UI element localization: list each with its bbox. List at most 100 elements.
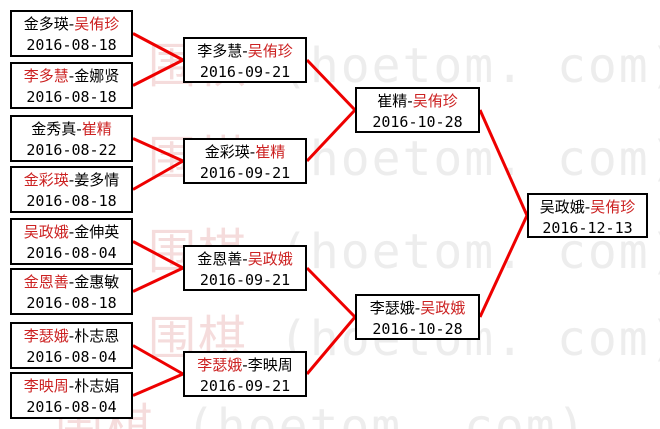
player1-name: 金多瑛 — [23, 15, 69, 33]
player2-name: 金惠敏 — [74, 273, 120, 291]
player1-name: 金彩瑛 — [23, 171, 69, 189]
player2-name: 金伸英 — [74, 223, 120, 241]
players-separator: - — [407, 92, 413, 110]
player1-name: 金恩善 — [23, 273, 69, 291]
connector-line — [132, 240, 184, 270]
player2-name: 李映周 — [247, 356, 293, 374]
connector-line — [132, 344, 184, 376]
match-players: 金彩瑛-崔精 — [185, 142, 305, 163]
match-players: 李瑟娥-朴志恩 — [12, 326, 131, 347]
players-separator: - — [68, 273, 75, 291]
player2-name: 吴政娥 — [420, 299, 466, 317]
player2-name: 金娜贤 — [74, 67, 120, 85]
connector-line — [132, 159, 184, 191]
player2-name: 姜多情 — [74, 171, 120, 189]
player1-name: 李瑟娥 — [197, 356, 243, 374]
match-players: 金恩善-吴政娥 — [185, 249, 305, 270]
connector-line — [132, 58, 184, 87]
match-date: 2016-09-21 — [199, 164, 291, 182]
connector-line — [305, 108, 357, 163]
match-date: 2016-08-04 — [26, 398, 117, 416]
connector-line — [132, 266, 184, 293]
players-separator: - — [68, 377, 75, 395]
players-separator: - — [68, 15, 75, 33]
players-separator: - — [249, 143, 256, 161]
player1-name: 吴政娥 — [539, 198, 585, 216]
player1-name: 李映周 — [23, 377, 69, 395]
player1-name: 崔精 — [377, 92, 408, 110]
match-date: 2016-08-04 — [26, 348, 117, 366]
match-players: 吴政娥-金伸英 — [12, 222, 131, 243]
player2-name: 吴侑珍 — [74, 15, 120, 33]
player1-name: 金秀真 — [31, 120, 77, 138]
match-players: 李瑟娥-吴政娥 — [357, 298, 478, 319]
player1-name: 李瑟娥 — [369, 299, 415, 317]
match-players: 金恩善-金惠敏 — [12, 272, 131, 293]
match-players: 李多慧-吴侑珍 — [185, 41, 305, 62]
players-separator: - — [242, 42, 248, 60]
players-separator: - — [76, 120, 82, 138]
match-date: 2016-08-22 — [26, 141, 117, 159]
player2-name: 吴政娥 — [247, 250, 293, 268]
player1-name: 吴政娥 — [23, 223, 69, 241]
player2-name: 崔精 — [255, 143, 286, 161]
match-date: 2016-08-18 — [26, 36, 117, 54]
connector-line — [305, 58, 357, 112]
match-players: 吴政娥-吴侑珍 — [529, 197, 646, 218]
player2-name: 吴侑珍 — [590, 198, 636, 216]
players-separator: - — [584, 198, 591, 216]
match-players: 金多瑛-吴侑珍 — [12, 14, 131, 35]
player1-name: 金彩瑛 — [204, 143, 250, 161]
player2-name: 崔精 — [81, 120, 112, 138]
connector-line — [132, 372, 184, 397]
match-date: 2016-10-28 — [372, 320, 463, 338]
connector-line — [478, 214, 529, 318]
players-separator: - — [68, 223, 75, 241]
match-players: 金秀真-崔精 — [12, 119, 131, 140]
match-players: 崔精-吴侑珍 — [357, 91, 478, 112]
match-date: 2016-10-28 — [372, 113, 463, 131]
player1-name: 金恩善 — [197, 250, 243, 268]
match-players: 李瑟娥-李映周 — [185, 355, 305, 376]
players-separator: - — [414, 299, 421, 317]
player1-name: 李瑟娥 — [23, 327, 69, 345]
connector-line — [305, 266, 357, 319]
match-players: 李映周-朴志娟 — [12, 376, 131, 397]
player2-name: 朴志恩 — [74, 327, 120, 345]
connector-line — [132, 32, 184, 62]
match-date: 2016-09-21 — [199, 377, 291, 395]
player2-name: 朴志娟 — [74, 377, 120, 395]
player2-name: 吴侑珍 — [247, 42, 293, 60]
match-date: 2016-08-04 — [26, 244, 117, 262]
players-separator: - — [242, 356, 248, 374]
match-players: 金彩瑛-姜多情 — [12, 170, 131, 191]
player1-name: 李多慧 — [23, 67, 69, 85]
match-date: 2016-08-18 — [26, 192, 117, 210]
match-date: 2016-09-21 — [199, 63, 291, 81]
connector-line — [478, 109, 529, 217]
match-players: 李多慧-金娜贤 — [12, 66, 131, 87]
player2-name: 吴侑珍 — [412, 92, 458, 110]
player1-name: 李多慧 — [197, 42, 243, 60]
match-date: 2016-09-21 — [199, 271, 291, 289]
players-separator: - — [68, 171, 75, 189]
players-separator: - — [68, 67, 75, 85]
match-date: 2016-12-13 — [542, 219, 633, 237]
players-separator: - — [242, 250, 248, 268]
connector-line — [305, 316, 357, 375]
match-date: 2016-08-18 — [26, 294, 117, 312]
